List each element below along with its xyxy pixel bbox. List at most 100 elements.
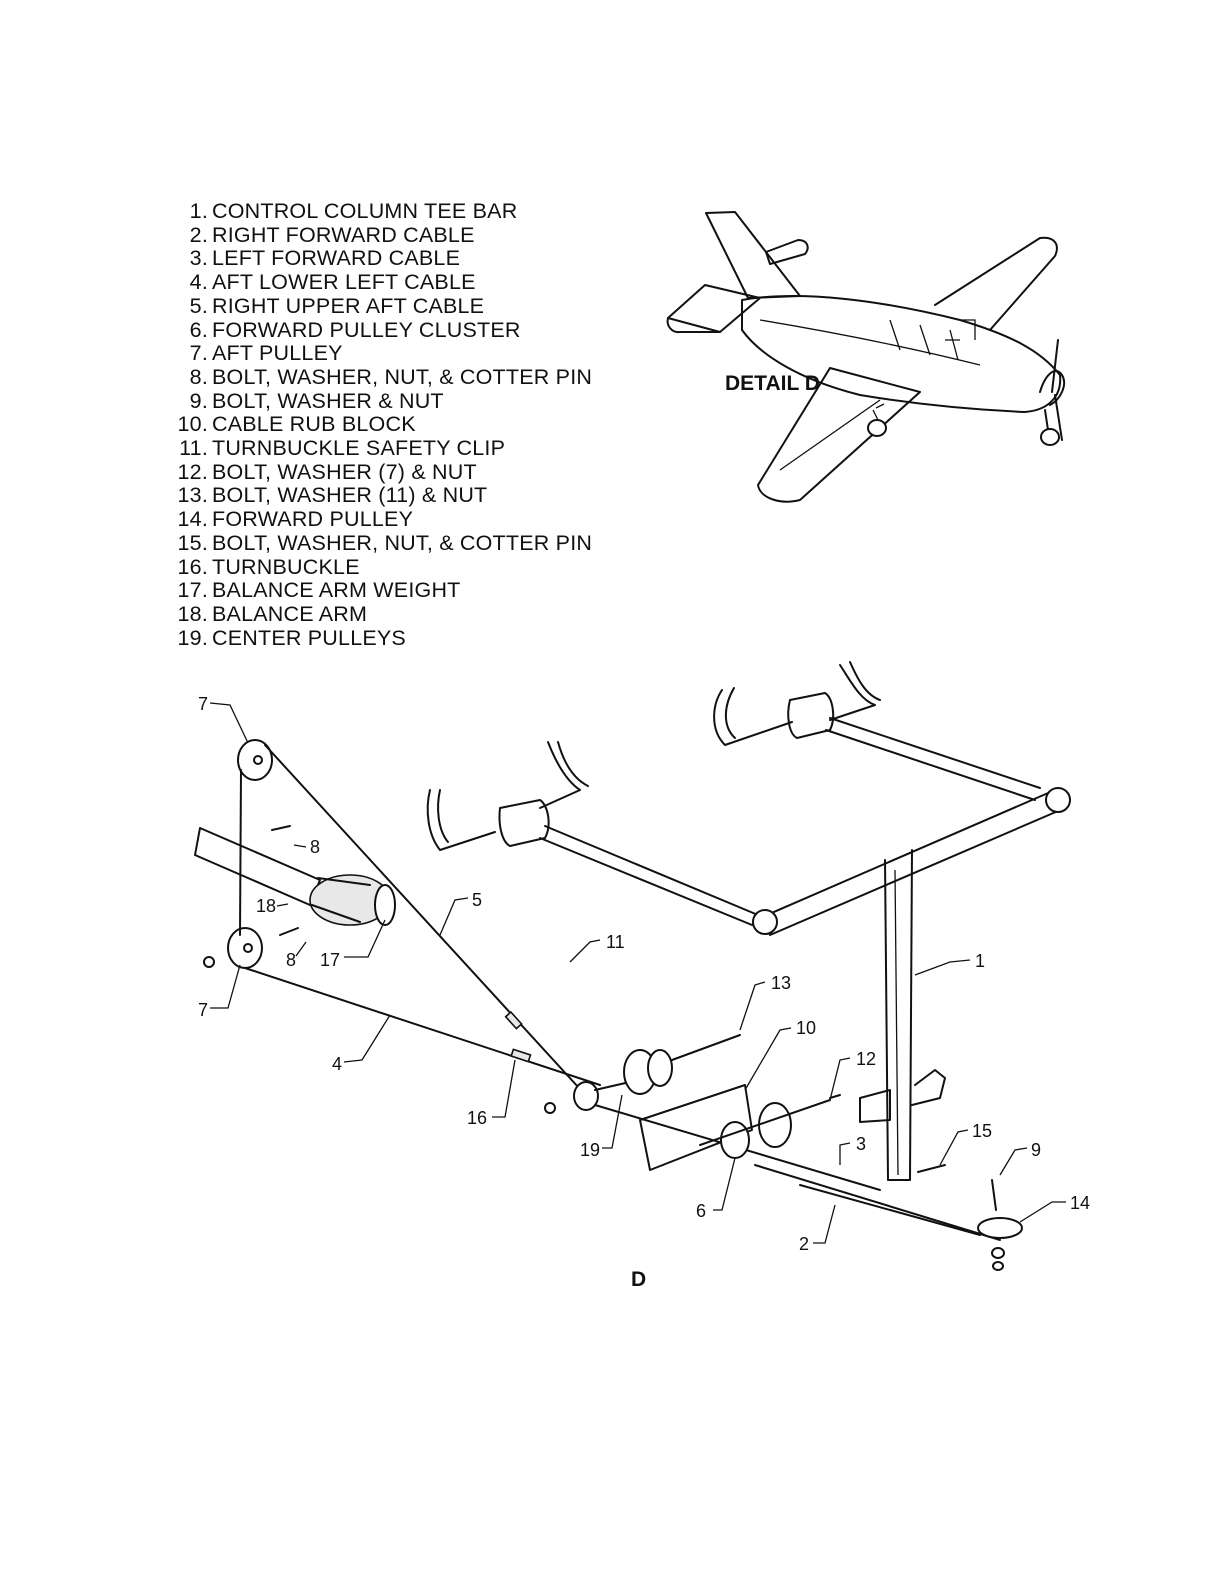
legend-item: 8.BOLT, WASHER, NUT, & COTTER PIN bbox=[172, 364, 593, 390]
legend-item-text: BOLT, WASHER (11) & NUT bbox=[212, 483, 488, 508]
aft-pulley-top bbox=[237, 739, 273, 781]
legend-item-number: 17. bbox=[177, 578, 208, 603]
legend-item: 14.FORWARD PULLEY bbox=[172, 507, 592, 532]
legend-item: 16.TURNBUCKLE bbox=[172, 554, 592, 580]
callout-11: 11 bbox=[606, 932, 625, 952]
airplane-horizontal-stabilizer bbox=[666, 239, 809, 334]
legend-item-number: 18. bbox=[177, 601, 208, 626]
callout-12: 12 bbox=[856, 1049, 876, 1069]
legend-item-number: 10. bbox=[177, 412, 208, 437]
legend-item: 13.BOLT, WASHER (11) & NUT bbox=[172, 484, 592, 508]
legend-item: 12.BOLT, WASHER (7) & NUT bbox=[172, 459, 592, 485]
center-pulleys bbox=[573, 1049, 673, 1111]
legend-item-number: 14. bbox=[177, 507, 208, 532]
legend-item: 17.BALANCE ARM WEIGHT bbox=[172, 578, 592, 603]
callout-2: 2 bbox=[799, 1234, 809, 1254]
legend-item-number: 6. bbox=[189, 317, 208, 342]
callout-8-top: 8 bbox=[310, 837, 320, 857]
legend-item-text: FORWARD PULLEY CLUSTER bbox=[212, 317, 521, 342]
legend-item: 19.CENTER PULLEYS bbox=[172, 625, 592, 651]
legend-item: 3.LEFT FORWARD CABLE bbox=[172, 247, 592, 271]
aft-pulley-bottom bbox=[227, 927, 263, 969]
legend-item-number: 8. bbox=[189, 364, 208, 389]
callout-15: 15 bbox=[972, 1121, 992, 1141]
callout-8-bottom: 8 bbox=[286, 950, 296, 970]
callout-7-bottom: 7 bbox=[198, 1000, 208, 1020]
legend-item-text: TURNBUCKLE SAFETY CLIP bbox=[212, 436, 506, 461]
legend-item: 18.BALANCE ARM bbox=[172, 601, 592, 627]
callout-leaders bbox=[209, 702, 1066, 1244]
bolts bbox=[203, 825, 997, 1211]
forward-pulley bbox=[977, 1217, 1023, 1271]
airplane-right-wing bbox=[934, 236, 1058, 331]
legend-item-number: 15. bbox=[177, 530, 208, 555]
legend-item-text: AFT LOWER LEFT CABLE bbox=[212, 270, 476, 295]
legend-item-number: 7. bbox=[189, 341, 208, 366]
callout-19: 19 bbox=[580, 1140, 600, 1160]
turnbuckles bbox=[504, 1010, 532, 1063]
control-column-tee-bar bbox=[752, 787, 1071, 1181]
callout-18: 18 bbox=[256, 896, 276, 916]
legend-item-number: 5. bbox=[189, 293, 208, 318]
legend-item-number: 19. bbox=[177, 625, 208, 650]
legend-item-text: RIGHT FORWARD CABLE bbox=[212, 222, 475, 247]
callout-9: 9 bbox=[1031, 1140, 1041, 1160]
legend-item-text: RIGHT UPPER AFT CABLE bbox=[212, 293, 485, 318]
cable-rub-block bbox=[639, 1084, 753, 1171]
legend-item: 5.RIGHT UPPER AFT CABLE bbox=[172, 293, 592, 319]
legend-item-number: 1. bbox=[189, 199, 208, 223]
legend-item-number: 9. bbox=[189, 388, 208, 413]
airplane-propeller bbox=[1039, 339, 1066, 441]
callout-16: 16 bbox=[467, 1108, 487, 1128]
detail-d-label: DETAIL D bbox=[725, 372, 820, 395]
callout-6: 6 bbox=[696, 1201, 706, 1221]
legend-item-text: BOLT, WASHER (7) & NUT bbox=[212, 459, 477, 484]
callout-3: 3 bbox=[856, 1134, 866, 1154]
legend-item-number: 4. bbox=[189, 270, 208, 295]
legend-item-text: CABLE RUB BLOCK bbox=[212, 412, 416, 437]
legend-item-text: BOLT, WASHER, NUT, & COTTER PIN bbox=[212, 364, 593, 389]
legend-item-text: BOLT, WASHER, NUT, & COTTER PIN bbox=[212, 530, 593, 555]
legend-item-number: 13. bbox=[177, 483, 208, 508]
legend-item-number: 16. bbox=[177, 554, 208, 579]
callout-4: 4 bbox=[332, 1054, 342, 1074]
legend-item-text: CONTROL COLUMN TEE BAR bbox=[212, 199, 518, 223]
forward-pulley-cluster bbox=[699, 1094, 841, 1159]
callout-17: 17 bbox=[320, 950, 340, 970]
legend-item: 4.AFT LOWER LEFT CABLE bbox=[172, 270, 592, 295]
legend-item-number: 11. bbox=[179, 436, 208, 461]
legend-item-text: TURNBUCKLE bbox=[212, 554, 360, 579]
legend-item-text: BALANCE ARM bbox=[212, 601, 368, 626]
legend-item-text: LEFT FORWARD CABLE bbox=[212, 246, 461, 271]
callout-10: 10 bbox=[796, 1018, 816, 1038]
callout-1: 1 bbox=[975, 951, 985, 971]
callout-13: 13 bbox=[771, 973, 791, 993]
legend-item: 15.BOLT, WASHER, NUT, & COTTER PIN bbox=[172, 530, 593, 556]
legend-item-text: CENTER PULLEYS bbox=[212, 625, 406, 650]
callout-5: 5 bbox=[472, 890, 482, 910]
legend-item-number: 2. bbox=[189, 222, 208, 247]
legend-item: 1.CONTROL COLUMN TEE BAR bbox=[172, 199, 592, 224]
airplane-left-wing bbox=[757, 367, 921, 503]
airplane-vertical-tail bbox=[705, 211, 801, 299]
control-wheel-left bbox=[426, 741, 759, 926]
view-letter: D bbox=[631, 1268, 647, 1291]
legend-item: 7.AFT PULLEY bbox=[172, 341, 592, 366]
callout-7-top: 7 bbox=[198, 694, 208, 714]
legend-item-text: AFT PULLEY bbox=[212, 341, 343, 366]
airplane-nose-gear bbox=[1040, 409, 1060, 446]
control-wheel-right bbox=[713, 661, 1041, 801]
legend-item: 10.CABLE RUB BLOCK bbox=[172, 412, 592, 437]
legend-item-number: 3. bbox=[189, 246, 208, 271]
legend-item: 9.BOLT, WASHER & NUT bbox=[172, 388, 592, 414]
legend-item: 11.TURNBUCKLE SAFETY CLIP bbox=[172, 436, 592, 461]
legend-item: 2.RIGHT FORWARD CABLE bbox=[172, 222, 592, 248]
balance-arm bbox=[194, 827, 396, 926]
legend-item-text: FORWARD PULLEY bbox=[212, 507, 414, 532]
legend-item-text: BALANCE ARM WEIGHT bbox=[212, 578, 461, 603]
legend-item-text: BOLT, WASHER & NUT bbox=[212, 388, 444, 413]
callout-14: 14 bbox=[1070, 1193, 1090, 1213]
